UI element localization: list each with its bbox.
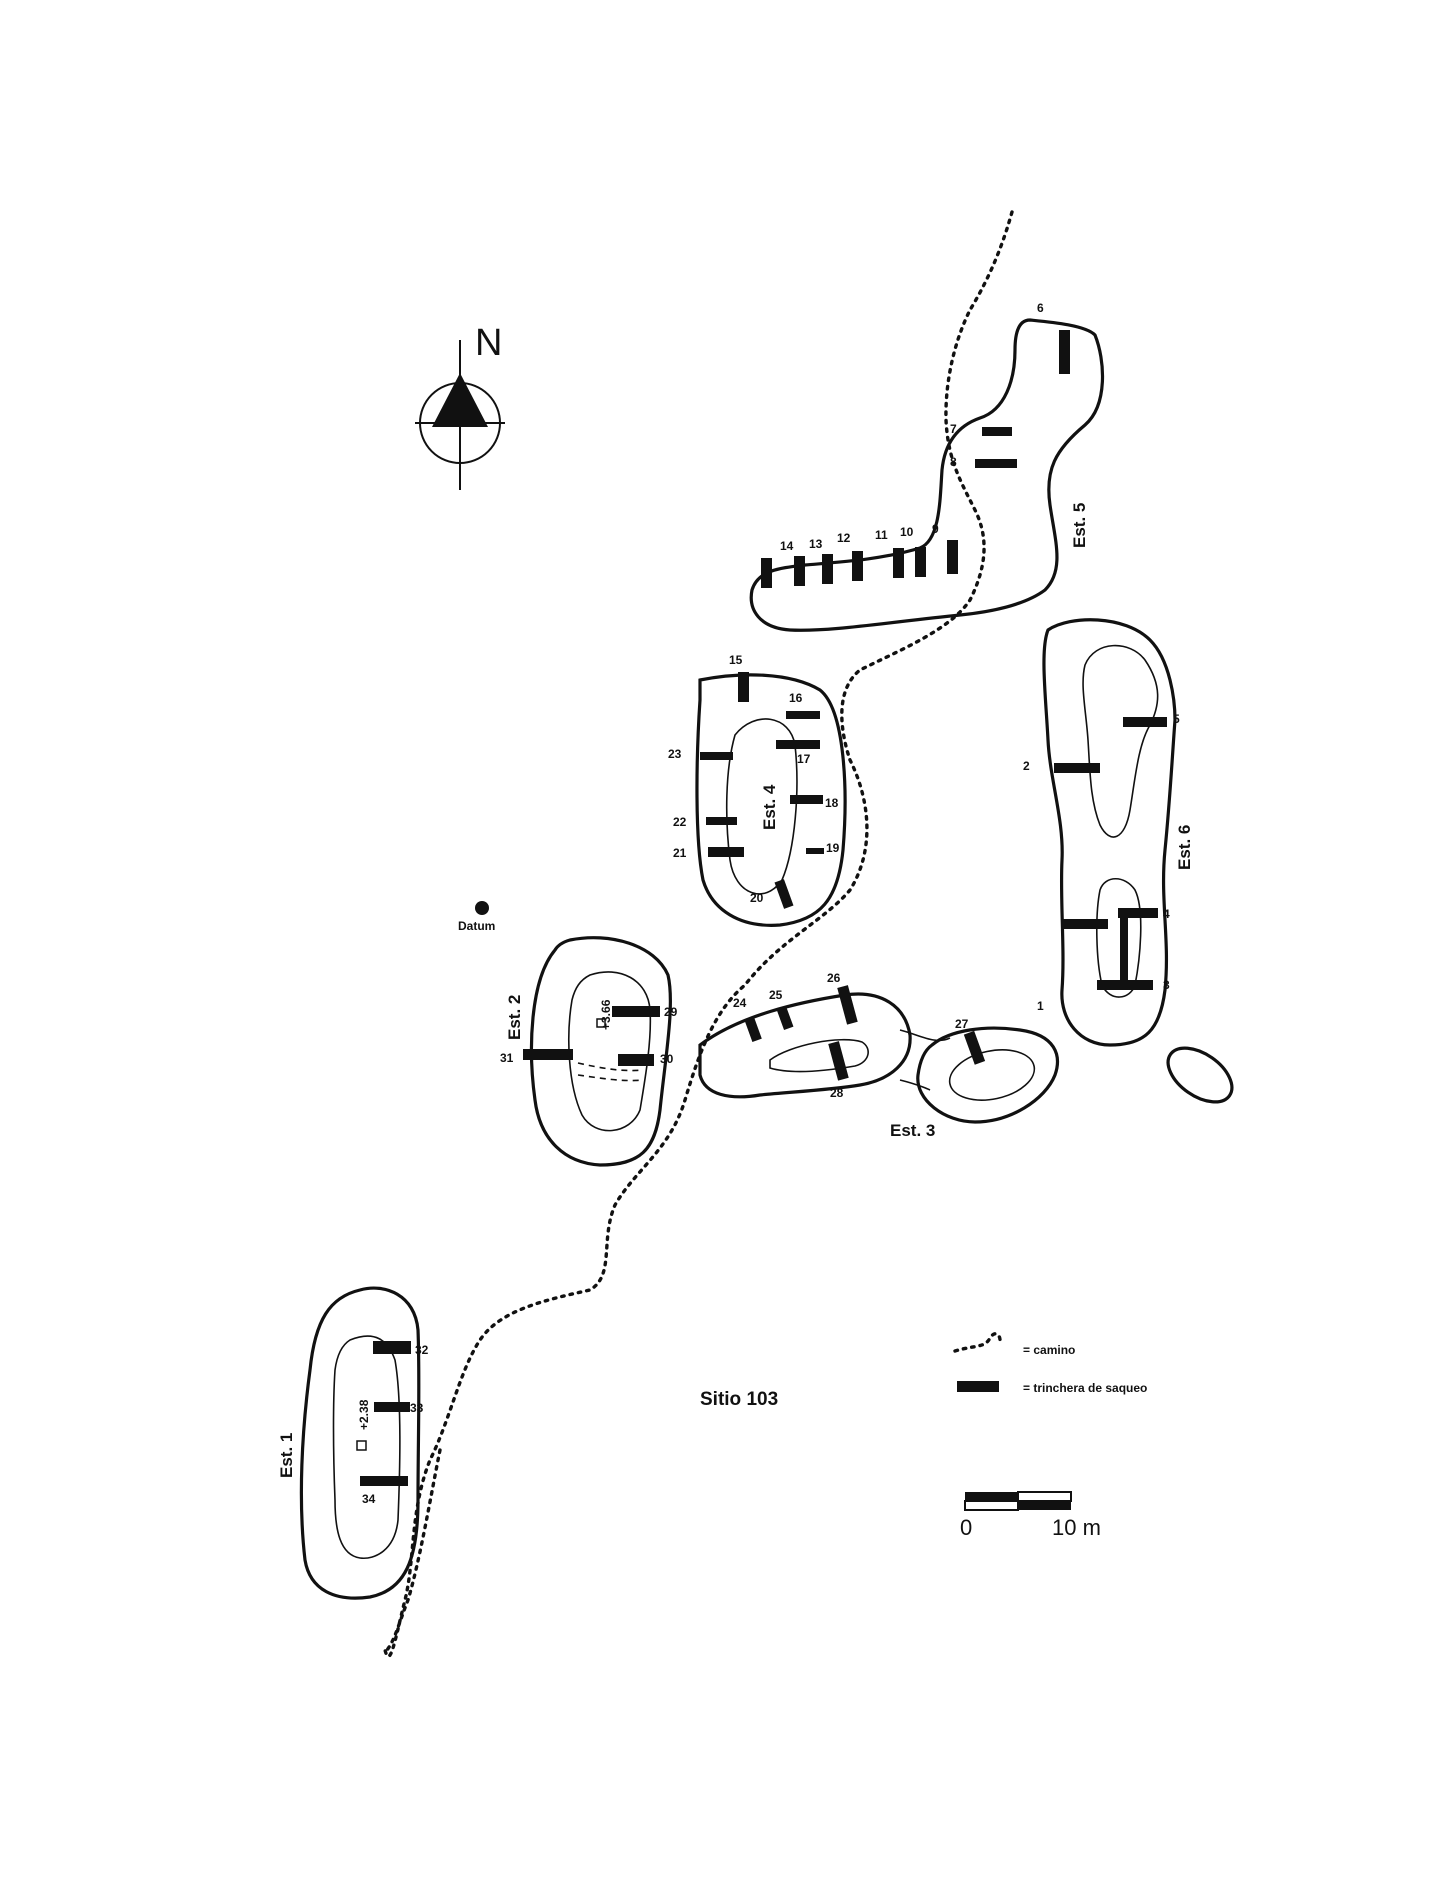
north-arrow: N	[415, 322, 505, 490]
est3-label: Est. 3	[890, 1121, 935, 1140]
datum-point: Datum	[458, 901, 495, 933]
trench-label: 27	[955, 1017, 969, 1031]
legend-trench-symbol	[957, 1381, 999, 1392]
trench-label: 14	[780, 539, 794, 553]
trenches	[360, 330, 1167, 1486]
camino-path	[383, 210, 1014, 1659]
trench-label: 24	[733, 996, 747, 1010]
trench-label: 34	[362, 1492, 376, 1506]
trench-label: 21	[673, 846, 687, 860]
trench-label: 25	[769, 988, 783, 1002]
structure-est5: Est. 5	[749, 318, 1105, 632]
scale-bar: 0 10 m	[960, 1491, 1101, 1540]
north-label: N	[475, 322, 502, 364]
trench-label: 22	[673, 815, 687, 829]
structure-est3: Est. 3	[698, 992, 1060, 1140]
trench-label: 18	[825, 796, 839, 810]
elevation-marker-est1	[356, 1440, 367, 1451]
trench-label: 29	[664, 1005, 678, 1019]
trench-label: 4	[1163, 907, 1170, 921]
trench-label: 16	[789, 691, 803, 705]
est6-label: Est. 6	[1175, 825, 1194, 870]
trench-label: 26	[827, 971, 841, 985]
trench-label: 7	[950, 422, 957, 436]
small-mound	[1166, 1046, 1234, 1104]
trench-label: 5	[1173, 712, 1180, 726]
trench-label: 13	[809, 537, 823, 551]
trench-label: 15	[729, 653, 743, 667]
trench-label: 31	[500, 1051, 514, 1065]
trench-label: 19	[826, 841, 840, 855]
legend-trench-label: = trinchera de saqueo	[1023, 1381, 1147, 1395]
trench-label: 1	[1037, 999, 1044, 1013]
scale-start: 0	[960, 1515, 972, 1540]
trench-label: 2	[1023, 759, 1030, 773]
structure-est2: Est. 2 +3.66	[505, 936, 673, 1167]
trench-label: 12	[837, 531, 851, 545]
trench-labels: 1 2 3 4 5 6 7 8 9 10 11 12 13 14 15 16 1…	[362, 301, 1180, 1506]
trench-label: 17	[797, 752, 811, 766]
trench-label: 3	[1163, 978, 1170, 992]
est2-elevation: +3.66	[599, 999, 613, 1030]
datum-label: Datum	[458, 919, 495, 933]
est1-label: Est. 1	[277, 1433, 296, 1478]
elevation-marker-est2	[596, 1018, 606, 1028]
est1-elevation: +2.38	[357, 1399, 371, 1430]
est4-label: Est. 4	[760, 784, 779, 830]
structure-est1: Est. 1 +2.38	[277, 1286, 421, 1600]
legend-path-label: = camino	[1023, 1343, 1075, 1357]
scale-end: 10 m	[1052, 1515, 1101, 1540]
trench-label: 33	[410, 1401, 424, 1415]
trench-label: 8	[950, 455, 957, 469]
camino-path-end	[385, 1448, 442, 1652]
site-title: Sitio 103	[700, 1389, 778, 1410]
legend-path-symbol	[953, 1332, 1002, 1353]
trench-label: 23	[668, 747, 682, 761]
trench-label: 32	[415, 1343, 429, 1357]
trench-label: 6	[1037, 301, 1044, 315]
trench-label: 10	[900, 525, 914, 539]
est5-label: Est. 5	[1070, 503, 1089, 548]
trench-label: 11	[875, 528, 888, 542]
trench-label: 28	[830, 1086, 844, 1100]
trench-label: 9	[932, 522, 939, 536]
est2-label: Est. 2	[505, 995, 524, 1040]
trench-label: 30	[660, 1052, 674, 1066]
legend: = camino = trinchera de saqueo	[953, 1332, 1147, 1395]
trench-label: 20	[750, 891, 764, 905]
